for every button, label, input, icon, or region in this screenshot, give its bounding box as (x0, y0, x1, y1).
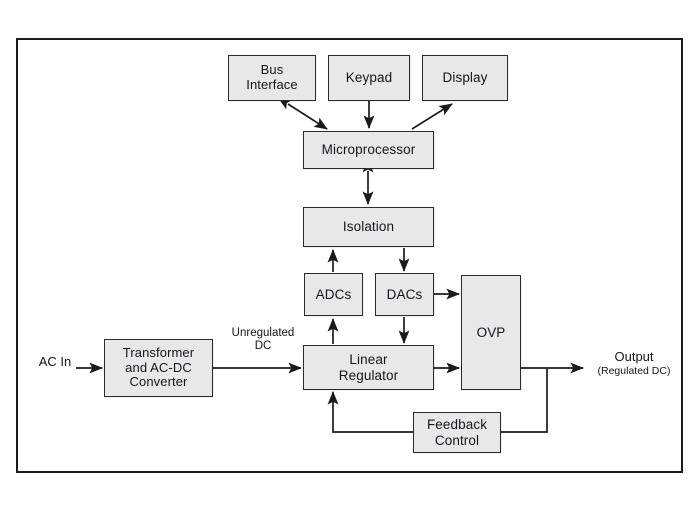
block-dacs[interactable]: DACs (375, 273, 434, 316)
block-ovp[interactable]: OVP (461, 275, 521, 390)
block-adcs-label: ADCs (315, 286, 352, 302)
label-unregulated-dc-text: Unregulated DC (231, 327, 295, 353)
block-ovp-label: OVP (476, 324, 506, 340)
block-display-label: Display (442, 70, 488, 86)
block-linear-regulator-label: Linear Regulator (338, 352, 399, 383)
block-bus-interface-label: Bus Interface (246, 62, 298, 92)
block-transformer-label: Transformer and AC-DC Converter (122, 345, 195, 390)
block-linear-regulator[interactable]: Linear Regulator (303, 345, 434, 390)
block-microprocessor-label: Microprocessor (321, 142, 416, 158)
block-isolation[interactable]: Isolation (303, 207, 434, 247)
block-keypad[interactable]: Keypad (328, 55, 410, 101)
block-microprocessor[interactable]: Microprocessor (303, 131, 434, 169)
block-keypad-label: Keypad (345, 70, 393, 86)
label-output-text: Output (614, 349, 654, 364)
label-unregulated-dc: Unregulated DC (215, 327, 311, 353)
label-output: Output (Regulated DC) (586, 349, 682, 377)
block-bus-interface[interactable]: Bus Interface (228, 55, 316, 101)
label-output-subtext: (Regulated DC) (597, 364, 671, 377)
block-feedback-control-label: Feedback Control (426, 417, 488, 448)
label-ac-in-text: AC In (38, 354, 72, 369)
block-display[interactable]: Display (422, 55, 508, 101)
diagram-frame (16, 38, 683, 473)
block-dacs-label: DACs (386, 286, 423, 302)
block-feedback-control[interactable]: Feedback Control (413, 412, 501, 453)
block-transformer-ac-dc-converter[interactable]: Transformer and AC-DC Converter (104, 339, 213, 397)
block-adcs[interactable]: ADCs (304, 273, 363, 316)
block-isolation-label: Isolation (342, 219, 395, 235)
label-ac-in: AC In (24, 354, 86, 370)
